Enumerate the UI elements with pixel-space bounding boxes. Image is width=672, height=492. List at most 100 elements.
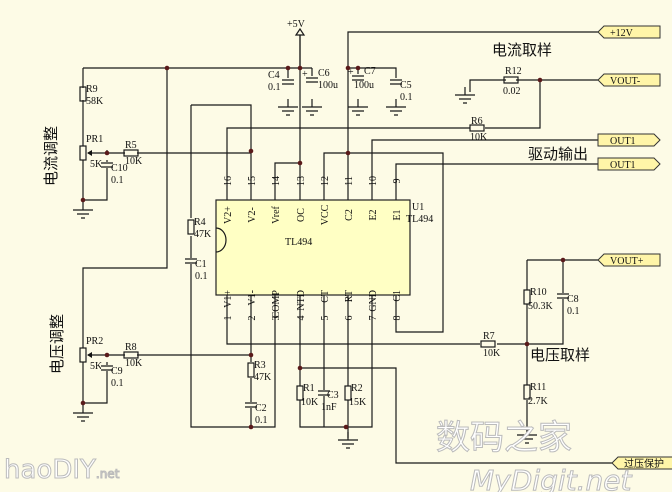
ground-icon bbox=[73, 405, 93, 422]
component-ref: C4 bbox=[268, 70, 280, 81]
port-flag-icon bbox=[597, 73, 661, 87]
port-vout-minus: VOUT- bbox=[597, 73, 661, 87]
ground-icon bbox=[517, 427, 537, 444]
component-ref: R5 bbox=[125, 140, 137, 151]
junction-dot bbox=[248, 352, 254, 358]
pin-number: 9 bbox=[392, 179, 403, 184]
cap-gap bbox=[557, 293, 569, 299]
component-ref: R10 bbox=[530, 287, 547, 298]
polarity-plus: + bbox=[348, 67, 354, 78]
component-value: 10K bbox=[125, 358, 143, 369]
ground-icon bbox=[73, 202, 93, 219]
port-flag-icon bbox=[597, 133, 661, 147]
component-ref: C2 bbox=[255, 403, 267, 414]
capacitor-icon bbox=[185, 258, 197, 264]
component-r7[interactable]: R7 10K bbox=[480, 331, 501, 359]
capacitor-icon bbox=[282, 79, 294, 85]
tl494-ic: TL494 U1 TL494 16V2+15V2-14Vref13OC12VCC… bbox=[215, 176, 433, 321]
component-ref: R7 bbox=[483, 331, 495, 342]
watermark-haodiy: haoDIY.net bbox=[4, 455, 120, 485]
component-c1[interactable]: C10.1 bbox=[185, 258, 208, 282]
pin-name: RT bbox=[344, 290, 355, 302]
pin-name: V1+ bbox=[223, 290, 234, 308]
capacitor-icon bbox=[557, 293, 569, 299]
capacitor-icon bbox=[318, 390, 330, 396]
resistor-icon bbox=[503, 76, 519, 84]
port-flag-icon bbox=[611, 456, 672, 470]
component-value: 0.1 bbox=[268, 82, 281, 93]
ground-icon bbox=[338, 432, 358, 449]
pin-number: 10 bbox=[368, 176, 379, 186]
cap-gap bbox=[101, 162, 113, 168]
port-label: VOUT+ bbox=[610, 256, 644, 267]
component-ref: R1 bbox=[303, 383, 315, 394]
component-c5[interactable]: C50.1 bbox=[390, 79, 413, 103]
component-c8[interactable]: C80.1 bbox=[557, 293, 580, 317]
component-r10[interactable]: R10 50.3K bbox=[523, 287, 554, 312]
component-value: 0.1 bbox=[255, 415, 268, 426]
pin-name: VCC bbox=[320, 204, 331, 225]
component-value: 10K bbox=[483, 348, 501, 359]
drive-output-label: 驱动输出 bbox=[528, 145, 588, 163]
junction-dot bbox=[297, 160, 303, 166]
component-ref: C7 bbox=[364, 66, 376, 77]
component-value: 50.3K bbox=[528, 301, 554, 312]
ic-pins: 16V2+15V2-14Vref13OC12VCC11C210E29E1V1+1… bbox=[223, 176, 403, 321]
current-sense-label: 电流取样 bbox=[492, 41, 552, 59]
pin-name: NTD bbox=[296, 290, 307, 311]
voltage-adjust-label: 电压调整 bbox=[48, 314, 66, 374]
component-ref: R8 bbox=[125, 342, 137, 353]
component-value: 100u bbox=[318, 80, 338, 91]
pin-name: GND bbox=[368, 290, 379, 312]
component-ref: R12 bbox=[505, 66, 522, 77]
resistor-icon bbox=[187, 219, 195, 235]
port-flag-icon bbox=[597, 157, 661, 171]
component-c4[interactable]: C40.1 bbox=[268, 70, 294, 93]
wiper-arrow-icon bbox=[87, 150, 92, 156]
component-ref: R4 bbox=[194, 217, 206, 228]
annotations: 电流调整 电压调整 电流取样 驱动输出 电压取样 bbox=[42, 41, 590, 374]
pin-name: C1 bbox=[392, 290, 403, 302]
component-ref: R9 bbox=[86, 84, 98, 95]
ic-ref: U1 bbox=[412, 202, 424, 213]
cap-gap bbox=[185, 258, 197, 264]
capacitor-icon bbox=[390, 79, 402, 85]
component-value: 2.7K bbox=[528, 396, 549, 407]
junction-dot bbox=[345, 65, 351, 71]
supply-5v: +5V bbox=[287, 19, 306, 36]
electrolytic-capacitor-icon bbox=[352, 75, 364, 81]
pin-number: 6 bbox=[344, 316, 355, 321]
electrolytic-capacitor-icon bbox=[306, 77, 318, 83]
component-ref: C9 bbox=[111, 366, 123, 377]
component-value: 47K bbox=[194, 229, 212, 240]
cap-gap bbox=[101, 365, 113, 371]
junctions bbox=[80, 65, 566, 430]
watermark-mydigit-cn: 数码之家 bbox=[436, 418, 572, 458]
cap-gap bbox=[245, 402, 257, 408]
watermark-mydigit-en: MyDigit.net bbox=[470, 464, 632, 492]
pin-number: 3 bbox=[271, 316, 282, 321]
component-c2[interactable]: C20.1 bbox=[245, 402, 268, 426]
ground-icon bbox=[278, 99, 298, 116]
component-value: 0.1 bbox=[111, 175, 124, 186]
pin-number: 11 bbox=[344, 176, 355, 186]
component-value: 0.1 bbox=[400, 92, 413, 103]
component-c9[interactable]: C90.1 bbox=[101, 365, 124, 389]
